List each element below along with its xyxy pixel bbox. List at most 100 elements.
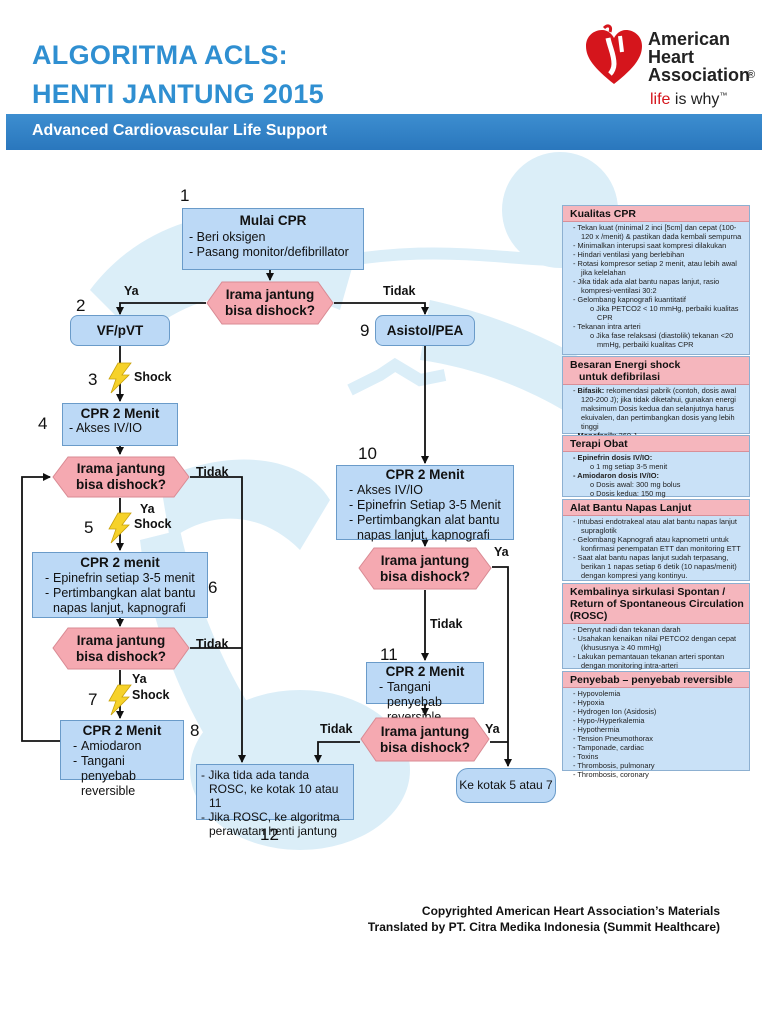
lightning-shock-icon [108,684,132,716]
decision-right-2-shape [360,717,490,762]
box-cpr-step4: CPR 2 Menit - Akses IV/IO [62,403,178,446]
box12-item-1: - Jika tida ada tanda ROSC, ke kotak 10 … [201,768,339,810]
logo-line-heart: Heart [648,47,695,67]
penyebab-item: Hydrogen Ion (Asidosis) [567,707,746,716]
panel-penyebab-reversible: Penyebab – penyebab reversible Hypovolem… [562,671,750,779]
napas-item-2: Gelombang Kapnografi atau kapnometri unt… [567,535,746,553]
label-shock-1: Shock [134,370,172,384]
panel-rosc-title-3: (ROSC) [570,610,608,622]
kualitas-item-2: Minimalkan interupsi saat kompresi dilak… [567,241,746,250]
label-shock-3: Shock [132,688,170,702]
penyebab-item: Hypothermia [567,725,746,734]
decision-left-1-line2: bisa dishock? [75,477,167,492]
box-cpr-step10: CPR 2 Menit Akses IV/IO Epinefrin Setiap… [336,465,514,543]
box11-title: CPR 2 Menit [385,664,465,679]
step-number-4: 4 [38,414,48,433]
panel-rosc-title: Kembalinya sirkulasi Spontan / Return of… [563,584,749,624]
step-number-12: 12 [260,825,279,844]
obat-epinefrin-dose: 1 mg setiap 3-5 menit [567,462,746,471]
decision-main-line2: bisa dishock? [224,303,316,318]
box6-title: CPR 2 menit [80,555,160,570]
box10-item-3: Pertimbangkan alat bantu napas lanjut, k… [349,513,507,543]
box-cpr-step8: CPR 2 Menit Amiodaron Tangani penyebab r… [60,720,184,798]
title-line-2: HENTI JANTUNG 2015 [32,79,324,109]
tagline-tm: ™ [719,91,728,100]
decision-left-2-line2: bisa dishock? [75,648,167,664]
box10-title: CPR 2 Menit [385,467,465,482]
step-number-3: 3 [88,370,98,389]
tagline-is-why: is why [674,91,720,108]
label-tidak-main: Tidak [383,284,416,298]
penyebab-item: Hypovolemia [567,689,746,698]
label-tidak-left-1: Tidak [196,465,229,479]
box10-item-1: Akses IV/IO [349,483,507,498]
rosc-item-2: Usahakan kenaikan nilai PETCO2 dengan ce… [567,634,746,652]
decision-right-1-line2: bisa dishock? [379,568,471,584]
decision-main-shape [206,281,334,325]
box1-item-1: - Beri oksigen [189,230,266,244]
penyebab-item: Thrombosis, coronary [567,770,746,779]
title-line-1: ALGORITMA ACLS: [32,40,288,70]
aha-heart-torch-logo-icon [586,24,642,84]
footer-translation: Translated by PT. Citra Medika Indonesia… [367,920,720,934]
box-cpr-step6: CPR 2 menit Epinefrin setiap 3-5 menit P… [32,552,208,618]
box1-title: Mulai CPR [239,213,307,228]
decision-right-1-shape [358,547,492,590]
subtitle-banner: Advanced Cardiovascular Life Support [6,114,762,150]
box-ke-kotak-label: Ke kotak 5 atau 7 [459,778,553,792]
decision-left-1-shape [52,456,190,498]
decision-right-1-line1: Irama jantung [380,552,470,568]
box6-item-2: Pertimbangkan alat bantu napas lanjut, k… [45,586,201,616]
obat-epinefrin: Epinefrin dosis IV/IO: [567,453,746,462]
rosc-item-1: Denyut nadi dan tekanan darah [567,625,746,634]
box-mulai-cpr: Mulai CPR - Beri oksigen - Pasang monito… [182,208,364,270]
footer-copyright: Copyrighted American Heart Association’s… [421,904,720,918]
decision-right-2-line2: bisa dishock? [379,739,471,755]
obat-amiodaron-dose-1: Dosis awal: 300 mg bolus [567,480,746,489]
logo-registered: ® [747,69,756,81]
panel-obat-title: Terapi Obat [563,436,749,452]
lightning-shock-icon [108,362,132,394]
logo-line-american: American [648,29,731,49]
label-ya-left-1: Ya [140,502,155,516]
label-tidak-left-2: Tidak [196,637,229,651]
kualitas-item-5: Jika tidak ada alat bantu napas lanjut, … [567,277,746,295]
napas-item-3: Saat alat bantu napas lanjut sudah terpa… [567,553,746,580]
label-tidak-right-1: Tidak [430,617,463,631]
panel-alat-bantu-napas: Alat Bantu Napas Lanjut Intubasi endotra… [562,499,750,581]
label-ya-main: Ya [124,284,139,298]
box12-item-2: - Jika ROSC, ke algoritma perawatan hent… [201,810,340,838]
step-number-1: 1 [180,186,190,205]
decision-right-2-line1: Irama jantung [380,723,470,739]
box8-item-2: Tangani penyebab reversible [73,754,177,799]
panel-energi-title-2: untuk defibrilasi [579,371,661,383]
kualitas-item-4: Rotasi kompresor setiap 2 menit, atau le… [567,259,746,277]
decision-left-2-line1: Irama jantung [76,632,166,648]
step-number-6: 6 [208,578,218,597]
box8-title: CPR 2 Menit [82,723,162,738]
box-cpr-step11: CPR 2 Menit Tangani penyebab reversible [366,662,484,724]
step-number-9: 9 [360,321,370,340]
panel-kualitas-title: Kualitas CPR [563,206,749,222]
box1-item-2: - Pasang monitor/defibrillator [189,245,349,259]
obat-amiodaron: Amiodaron dosis IV/IO: [567,471,746,480]
box-vf-pvt: VF/pVT [70,315,170,346]
decision-left-1-line1: Irama jantung [76,461,166,476]
box-ke-kotak: Ke kotak 5 atau 7 [456,768,556,803]
panel-rosc: Kembalinya sirkulasi Spontan / Return of… [562,583,750,670]
label-ya-right-1: Ya [494,545,509,559]
banner-text: Advanced Cardiovascular Life Support [32,122,328,139]
kualitas-item-3: Hindari ventilasi yang berlebihan [567,250,746,259]
label-ya-right-2: Ya [485,722,500,736]
box-step12: - Jika tida ada tanda ROSC, ke kotak 10 … [196,764,354,838]
label-ya-left-2: Ya [132,672,147,686]
penyebab-item: Hypoxia [567,698,746,707]
panel-energi-shock: Besaran Energi shock untuk defibrilasi B… [562,356,750,440]
box-asistol-label: Asistol/PEA [386,323,464,338]
kualitas-item-1: Tekan kuat (minimal 2 inci [5cm] dan cep… [567,223,746,241]
kualitas-subitem-7a: Jika fase relaksasi (diastolik) tekanan … [567,331,746,349]
panel-rosc-title-1: Kembalinya sirkulasi Spontan / [570,586,726,598]
box-asistol-pea: Asistol/PEA [375,315,475,346]
